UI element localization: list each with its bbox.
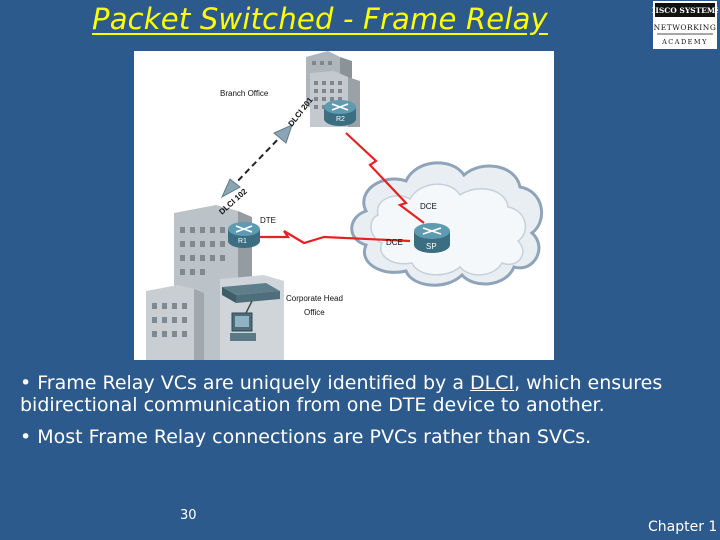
bullet-dlci: • Frame Relay VCs are uniquely identifie… — [20, 372, 710, 416]
dce-top-label: DCE — [420, 202, 437, 211]
dlci-link[interactable]: DLCI — [470, 372, 515, 394]
bullet-dlci-text-end: , which ensures bidirectional communicat… — [20, 372, 663, 416]
dce-left-label: DCE — [386, 238, 403, 247]
router-sp-icon — [414, 223, 450, 253]
bullet-list: • Frame Relay VCs are uniquely identifie… — [20, 372, 710, 458]
router-sp-label: SP — [426, 242, 437, 251]
cisco-networking-academy-logo: CISCO SYSTEMS NETWORKING ACADEMY — [652, 1, 718, 49]
bullet-dlci-text-start: • Frame Relay VCs are uniquely identifie… — [20, 372, 470, 394]
bullet-pvc: • Most Frame Relay connections are PVCs … — [20, 426, 592, 448]
workstation-pc — [230, 312, 256, 341]
virtual-circuit-line — [229, 132, 285, 190]
page-number: 30 — [180, 508, 197, 523]
chapter-label: Chapter 1 — [648, 519, 718, 535]
router-r1-label: R1 — [238, 238, 247, 245]
corporate-office-label-line1: Corporate Head — [286, 294, 343, 303]
lan-switch — [222, 283, 280, 303]
svg-text:ACADEMY: ACADEMY — [661, 38, 708, 46]
corporate-to-provider-link — [258, 230, 411, 245]
svg-text:CISCO SYSTEMS: CISCO SYSTEMS — [652, 6, 718, 15]
vc-arrow-top — [273, 124, 293, 144]
dte-label: DTE — [260, 216, 276, 225]
branch-office-label: Branch Office — [220, 89, 269, 98]
frame-relay-diagram: Branch Office DLCI 201 DLCI 102 R2 R1 SP… — [134, 51, 554, 360]
branch-to-provider-link — [345, 132, 425, 224]
branch-office-building — [306, 51, 360, 127]
vc-arrow-bottom — [220, 178, 241, 199]
corporate-office-label-line2: Office — [304, 308, 325, 317]
corporate-office-building — [146, 205, 284, 360]
svg-text:NETWORKING: NETWORKING — [654, 23, 717, 32]
lan-link — [245, 300, 253, 314]
router-r2-label: R2 — [336, 116, 345, 123]
slide-title: Packet Switched - Frame Relay — [92, 2, 548, 36]
router-r1-icon — [228, 222, 260, 248]
frame-relay-cloud — [350, 161, 543, 287]
router-r2-icon — [324, 100, 356, 126]
